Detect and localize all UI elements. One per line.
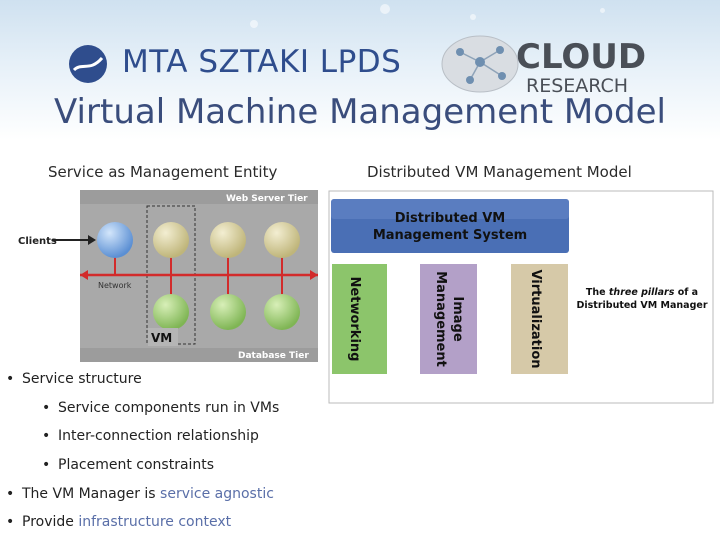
cloud-logo-top: CLOUD bbox=[516, 37, 646, 77]
bullet-item: •Provide infrastructure context bbox=[6, 514, 232, 530]
system-box-highlight bbox=[331, 199, 569, 219]
network-arrow-right bbox=[310, 270, 318, 280]
database-node bbox=[210, 294, 246, 330]
bullet-item: •Service components run in VMs bbox=[42, 400, 280, 416]
pillar-networking bbox=[332, 264, 387, 374]
pillars-caption-line1: The three pillars of a bbox=[586, 287, 698, 298]
web-tier-label: Web Server Tier bbox=[226, 194, 308, 204]
pillar-image-management bbox=[420, 264, 477, 374]
distributed-vm-diagram: Distributed VM Management System Network… bbox=[328, 190, 714, 404]
pillar-image-label-line1: Image bbox=[450, 296, 465, 341]
network-label: Network bbox=[98, 281, 132, 290]
vm-label-box bbox=[148, 328, 178, 346]
web-tier-band bbox=[80, 190, 318, 204]
pillars-caption-line2: Distributed VM Manager bbox=[576, 300, 707, 311]
network-arrow-left bbox=[80, 270, 88, 280]
database-node bbox=[153, 294, 189, 330]
sztaki-logo-icon bbox=[69, 45, 107, 83]
page-title: Virtual Machine Management Model bbox=[54, 92, 666, 132]
system-line2: Management System bbox=[373, 228, 527, 243]
db-tier-band bbox=[80, 348, 318, 362]
web-server-node bbox=[264, 222, 300, 258]
right-subtitle: Distributed VM Management Model bbox=[367, 163, 632, 181]
bullet-item: •Placement constraints bbox=[42, 457, 215, 473]
clients-label: Clients bbox=[18, 236, 57, 247]
pillar-networking-label: Networking bbox=[347, 277, 362, 362]
left-subtitle: Service as Management Entity bbox=[48, 163, 278, 181]
pillar-image-label-line2: Management bbox=[433, 271, 448, 367]
org-logo-text: MTA SZTAKI LPDS bbox=[122, 44, 402, 80]
service-diagram: Web Server Tier Database Tier Network Cl… bbox=[18, 190, 318, 362]
client-node bbox=[97, 222, 133, 258]
db-tier-label: Database Tier bbox=[238, 351, 309, 361]
header-banner bbox=[0, 0, 720, 140]
database-node bbox=[264, 294, 300, 330]
bullet-item: •The VM Manager is service agnostic bbox=[6, 486, 274, 502]
bullet-item: •Service structure bbox=[6, 371, 142, 387]
cloud-logo-bottom: RESEARCH bbox=[526, 75, 628, 97]
web-server-node bbox=[153, 222, 189, 258]
pillar-virtualization bbox=[511, 264, 568, 374]
cloud-research-logo: CLOUD RESEARCH bbox=[441, 35, 646, 97]
system-line1: Distributed VM bbox=[395, 211, 506, 226]
clients-arrowhead bbox=[88, 235, 96, 245]
web-server-node bbox=[210, 222, 246, 258]
bullet-item: •Inter-connection relationship bbox=[42, 428, 259, 444]
vm-label: VM bbox=[151, 331, 172, 345]
pillar-virtualization-label: Virtualization bbox=[528, 269, 543, 368]
